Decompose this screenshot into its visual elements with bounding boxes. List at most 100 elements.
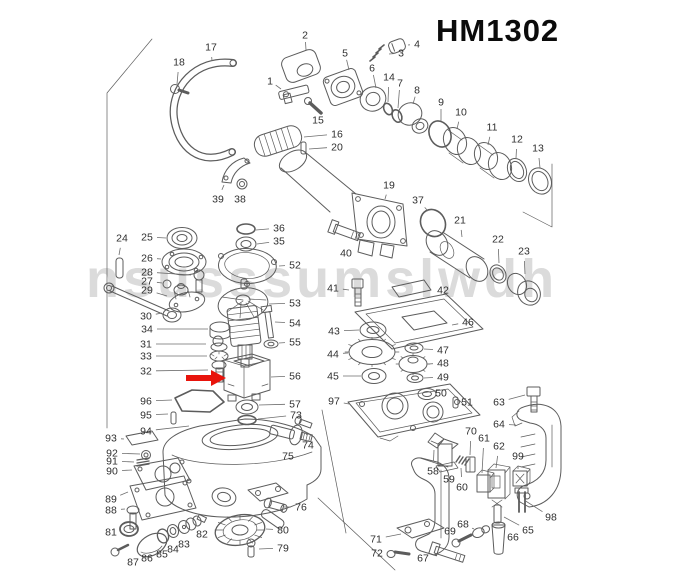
tool-holder-parts bbox=[322, 38, 552, 195]
part-label-35: 35 bbox=[273, 236, 285, 248]
leader-line-53 bbox=[268, 303, 286, 305]
leader-line-39 bbox=[221, 184, 225, 190]
part-label-82: 82 bbox=[196, 529, 208, 541]
leader-line-58 bbox=[433, 449, 435, 462]
leader-line-63 bbox=[508, 394, 526, 400]
leader-line-29 bbox=[156, 292, 168, 297]
leader-line-62 bbox=[495, 455, 498, 469]
leader-line-35 bbox=[256, 242, 270, 245]
leader-line-90 bbox=[121, 469, 133, 471]
part-label-50: 50 bbox=[435, 388, 447, 400]
leader-line-10 bbox=[456, 121, 460, 130]
part-label-93: 93 bbox=[105, 433, 117, 445]
leader-line-1 bbox=[275, 84, 282, 90]
leader-line-32 bbox=[155, 369, 209, 372]
side-handle-shape bbox=[169, 58, 251, 190]
part-label-53: 53 bbox=[289, 298, 301, 310]
leader-line-18 bbox=[176, 71, 179, 85]
leader-line-16 bbox=[303, 134, 328, 138]
part-label-87: 87 bbox=[127, 557, 139, 569]
leader-line-79 bbox=[258, 548, 274, 550]
leader-line-7 bbox=[397, 89, 400, 109]
part-label-49: 49 bbox=[437, 372, 449, 384]
part-label-71: 71 bbox=[370, 534, 382, 546]
leader-line-41 bbox=[342, 288, 350, 291]
part-label-27: 27 bbox=[141, 276, 153, 288]
part-label-22: 22 bbox=[492, 234, 504, 246]
leader-line-11 bbox=[487, 136, 491, 146]
part-label-54: 54 bbox=[289, 318, 301, 330]
part-label-29: 29 bbox=[141, 285, 153, 297]
part-label-69: 69 bbox=[444, 526, 456, 538]
part-label-26: 26 bbox=[141, 253, 153, 265]
leader-line-12 bbox=[515, 148, 517, 159]
part-label-41: 41 bbox=[327, 283, 339, 295]
part-label-47: 47 bbox=[437, 345, 449, 357]
part-label-74: 74 bbox=[302, 440, 314, 452]
part-label-91: 91 bbox=[106, 456, 118, 468]
part-label-72: 72 bbox=[371, 548, 383, 560]
part-label-21: 21 bbox=[454, 215, 466, 227]
part-label-64: 64 bbox=[493, 419, 505, 431]
leader-line-6 bbox=[373, 74, 377, 89]
part-label-97: 97 bbox=[328, 396, 340, 408]
part-label-37: 37 bbox=[412, 195, 424, 207]
part-label-23: 23 bbox=[518, 246, 530, 258]
leader-line-94 bbox=[155, 425, 190, 431]
part-label-89: 89 bbox=[105, 494, 117, 506]
leader-line-95 bbox=[155, 413, 169, 415]
part-label-3: 3 bbox=[398, 48, 404, 60]
part-label-83: 83 bbox=[178, 539, 190, 551]
leader-line-68 bbox=[471, 527, 475, 530]
part-label-19: 19 bbox=[383, 180, 395, 192]
part-label-94: 94 bbox=[140, 426, 152, 438]
part-label-7: 7 bbox=[397, 78, 403, 90]
leader-line-43 bbox=[343, 329, 360, 331]
leader-line-61 bbox=[481, 447, 484, 474]
page-title: HM1302 bbox=[436, 13, 560, 48]
leader-line-73 bbox=[257, 415, 287, 420]
leader-line-21 bbox=[460, 229, 463, 238]
crank-cap-shape bbox=[253, 49, 323, 157]
part-label-85: 85 bbox=[156, 549, 168, 561]
part-label-58: 58 bbox=[427, 466, 439, 478]
part-label-32: 32 bbox=[140, 366, 152, 378]
leader-line-70 bbox=[469, 440, 471, 456]
part-label-45: 45 bbox=[327, 371, 339, 383]
leader-line-46 bbox=[451, 323, 459, 326]
stator-parts bbox=[170, 353, 271, 426]
part-label-61: 61 bbox=[478, 433, 490, 445]
armature-parts bbox=[217, 223, 279, 368]
gear-case-parts bbox=[344, 278, 484, 409]
leader-line-65 bbox=[503, 516, 520, 526]
leader-line-23 bbox=[524, 260, 526, 275]
watermark-text: nsusssumslwdh bbox=[86, 249, 559, 309]
leader-line-71 bbox=[385, 533, 402, 538]
part-label-59: 59 bbox=[443, 474, 455, 486]
part-label-9: 9 bbox=[438, 97, 444, 109]
bottom-parts bbox=[110, 497, 288, 558]
part-label-84: 84 bbox=[167, 544, 179, 556]
part-label-31: 31 bbox=[140, 339, 152, 351]
part-label-68: 68 bbox=[457, 519, 469, 531]
part-label-81: 81 bbox=[105, 527, 117, 539]
part-label-52: 52 bbox=[289, 260, 301, 272]
part-label-98: 98 bbox=[545, 512, 557, 524]
part-label-33: 33 bbox=[140, 351, 152, 363]
leader-line-22 bbox=[498, 248, 500, 264]
part-label-88: 88 bbox=[105, 505, 117, 517]
part-label-79: 79 bbox=[277, 543, 289, 555]
rear-handle-shape bbox=[451, 386, 562, 555]
crank-housing-shape bbox=[347, 383, 481, 442]
part-label-65: 65 bbox=[522, 525, 534, 537]
part-label-55: 55 bbox=[289, 337, 301, 349]
part-label-40: 40 bbox=[340, 248, 352, 260]
part-label-44: 44 bbox=[327, 349, 339, 361]
leader-line-49 bbox=[423, 377, 434, 379]
leader-line-8 bbox=[412, 96, 416, 105]
leader-line-27 bbox=[156, 281, 163, 284]
part-label-43: 43 bbox=[328, 326, 340, 338]
